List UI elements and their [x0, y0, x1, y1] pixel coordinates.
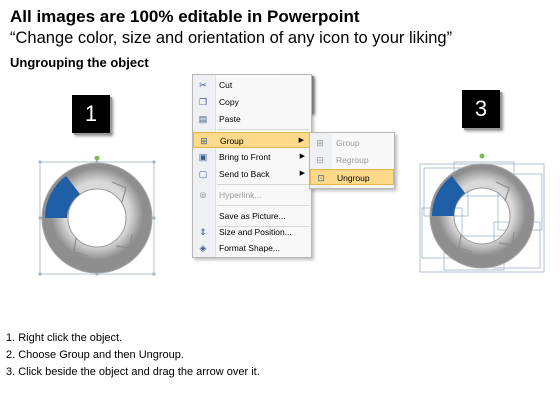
send-back-icon: ▢	[198, 169, 208, 179]
format-shape-icon: ◈	[199, 243, 207, 253]
submenu-arrow-icon: ▶	[298, 137, 304, 144]
menu-item-bring-to-front[interactable]: ▣ Bring to Front ▶	[193, 149, 311, 165]
page-subtitle: “Change color, size and orientation of a…	[10, 29, 453, 47]
context-menu: ✂ Cut ❐ Copy ▤ Paste ⊞ Group ▶ ▣ Bring t…	[192, 74, 312, 258]
rotation-handle[interactable]	[94, 156, 100, 161]
page-title: All images are 100% editable in Powerpoi…	[10, 7, 360, 26]
menu-item-paste[interactable]: ▤ Paste	[198, 114, 241, 124]
blue-arrow-segment	[44, 176, 80, 218]
instruction-list: 1. Right click the object. 2. Choose Gro…	[6, 330, 260, 381]
bring-front-icon: ▣	[198, 152, 208, 162]
blue-arrow-segment	[432, 176, 465, 216]
size-position-icon: ⇕	[199, 227, 207, 237]
ungroup-icon: ⊡	[317, 173, 325, 183]
menu-item-send-to-back[interactable]: ▢ Send to Back ▶	[193, 166, 311, 182]
submenu-item-ungroup[interactable]: ⊡ Ungroup	[310, 169, 394, 185]
circular-arrows-grouped[interactable]	[36, 156, 160, 280]
instruction-step-1: 1. Right click the object.	[6, 332, 123, 344]
regroup-icon: ⊟	[316, 155, 324, 165]
step-badge-3: 3	[462, 90, 500, 128]
copy-icon: ❐	[198, 97, 208, 107]
section-heading: Ungrouping the object	[10, 55, 149, 70]
paste-icon: ▤	[198, 114, 208, 124]
group-icon: ⊞	[200, 136, 208, 146]
submenu-arrow-icon: ▶	[299, 153, 305, 160]
menu-item-size-and-position[interactable]: ⇕ Size and Position...	[199, 227, 292, 237]
instruction-step-3: 3. Click beside the object and drag the …	[6, 366, 260, 378]
menu-item-format-shape[interactable]: ◈ Format Shape...	[199, 243, 280, 253]
menu-item-cut[interactable]: ✂ Cut	[199, 80, 233, 90]
scissors-icon: ✂	[199, 80, 207, 90]
instruction-step-2: 2. Choose Group and then Ungroup.	[6, 349, 184, 361]
menu-item-save-as-picture[interactable]: Save as Picture...	[219, 211, 286, 221]
circular-arrows-ungrouped[interactable]	[414, 152, 550, 278]
step-badge-1: 1	[72, 95, 110, 133]
menu-item-hyperlink[interactable]: ⊚ Hyperlink...	[199, 190, 262, 200]
menu-item-copy[interactable]: ❐ Copy	[198, 97, 239, 107]
hyperlink-icon: ⊚	[199, 190, 207, 200]
submenu-arrow-icon: ▶	[299, 170, 305, 177]
submenu-item-regroup[interactable]: ⊟ Regroup	[316, 155, 369, 165]
submenu-item-group[interactable]: ⊞ Group	[316, 138, 360, 148]
rotation-handle[interactable]	[479, 153, 485, 159]
group-icon: ⊞	[316, 138, 324, 148]
group-submenu: ⊞ Group ⊟ Regroup ⊡ Ungroup	[309, 132, 395, 189]
menu-item-group[interactable]: ⊞ Group ▶	[193, 132, 311, 148]
